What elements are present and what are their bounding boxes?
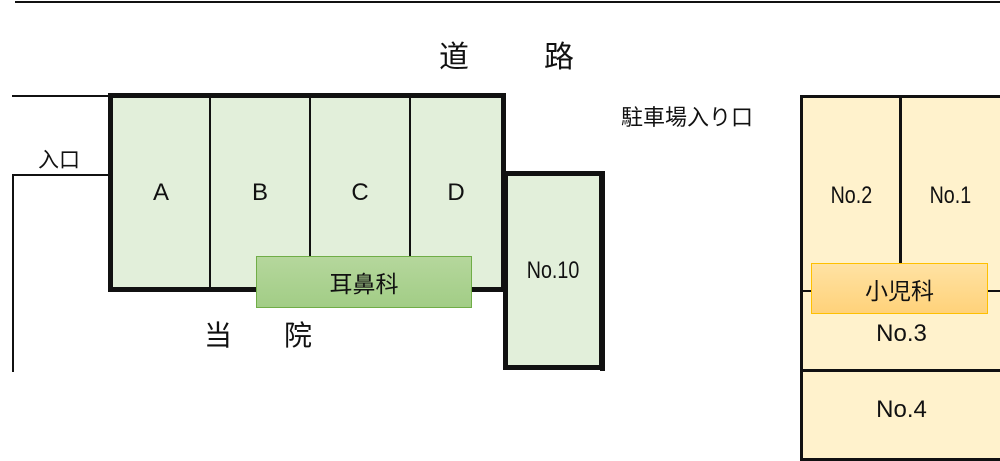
parking-space-no10: No.10 <box>503 171 604 370</box>
ent-department-label: 耳鼻科 <box>256 256 472 308</box>
space-label: C <box>351 178 369 206</box>
parking-space-d: D <box>411 98 501 287</box>
parking-space-no1: No.1 <box>902 98 998 293</box>
parking-space-no2: No.2 <box>803 98 899 293</box>
department-text: 小児科 <box>865 278 934 305</box>
space-label: No.4 <box>876 396 927 423</box>
parking-space-b: B <box>211 98 309 287</box>
clinic-label-2: 院 <box>284 319 313 352</box>
parking-space-a: A <box>113 98 209 287</box>
department-text: 耳鼻科 <box>329 272 399 298</box>
space-label: No.3 <box>876 320 927 347</box>
space-divider <box>409 98 411 287</box>
space-divider <box>899 97 902 265</box>
space-label: No.10 <box>527 256 580 284</box>
space-label: B <box>251 178 268 206</box>
parking-space-no3: No.3 <box>803 316 1000 352</box>
space-label: No.1 <box>929 181 971 209</box>
boundary-top-left <box>12 95 110 97</box>
road-label-2: 路 <box>544 40 574 75</box>
space-divider <box>800 369 1000 372</box>
parking-space-no4: No.4 <box>803 372 1000 448</box>
road-edge-line <box>15 1 1000 3</box>
space-label: A <box>152 178 169 206</box>
entrance-line <box>12 174 110 176</box>
boundary-left-vertical <box>12 174 14 372</box>
space-divider <box>209 98 211 287</box>
road-label-1: 道 <box>439 40 469 75</box>
parking-space-c: C <box>311 98 409 287</box>
space-divider <box>309 98 311 287</box>
space-label: No.2 <box>830 181 872 209</box>
entrance-label: 入口 <box>38 148 80 172</box>
clinic-label-1: 当 <box>204 319 233 352</box>
pediatrics-department-label: 小児科 <box>811 263 988 314</box>
space-label: D <box>447 178 465 206</box>
parking-entrance-label: 駐車場入り口 <box>621 106 754 131</box>
wall-line <box>600 171 605 371</box>
